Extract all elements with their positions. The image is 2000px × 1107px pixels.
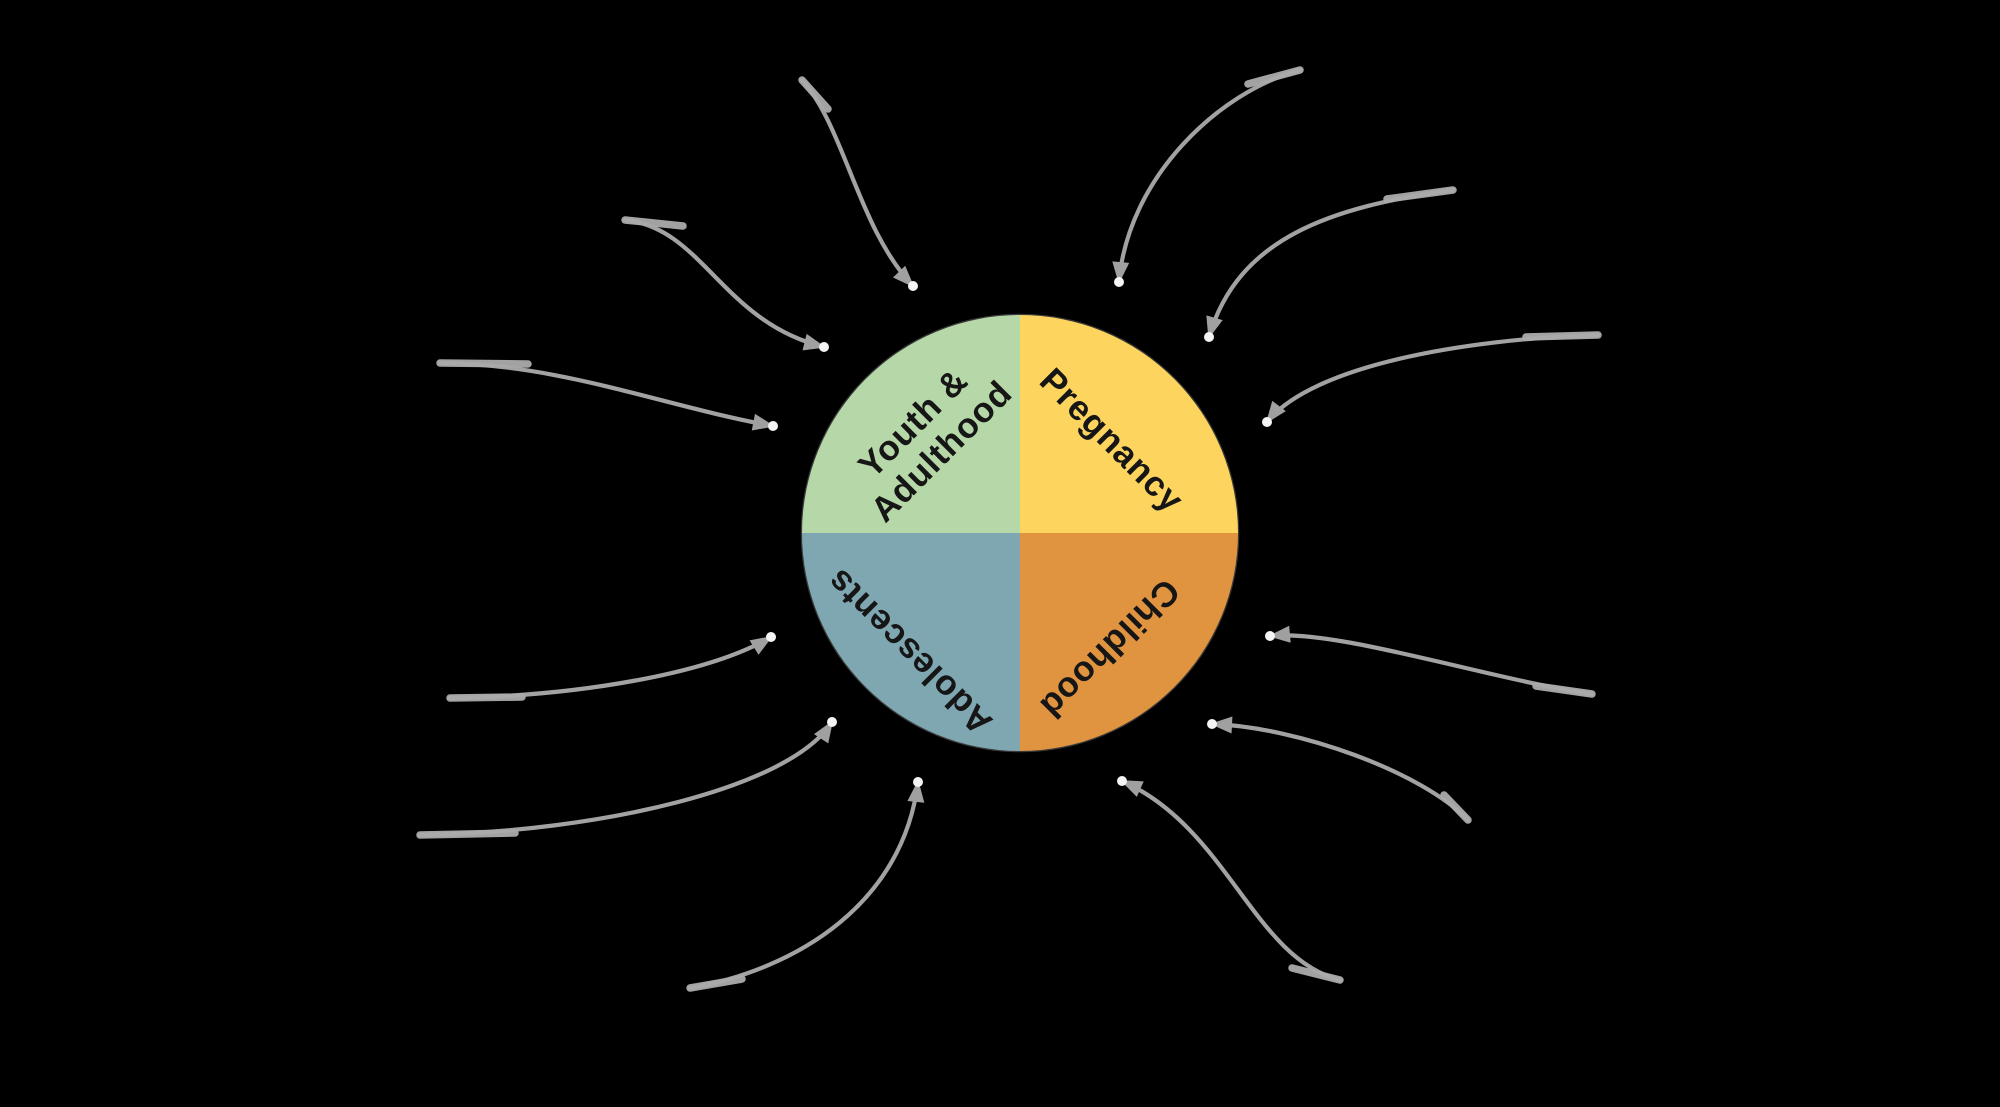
arrow-top-center-left-line bbox=[799, 77, 916, 289]
arrow-left-bottom-endpoint-dot bbox=[827, 717, 837, 727]
arrow-bottom-right-line bbox=[1119, 778, 1343, 983]
arrow-top-left-endpoint-dot bbox=[819, 342, 829, 352]
arrow-right-lower-endpoint-dot bbox=[1265, 631, 1275, 641]
arrow-right-upper-endpoint-dot bbox=[1262, 417, 1272, 427]
arrow-right-upper-tail bbox=[1522, 331, 1602, 341]
arrow-left-lower-line bbox=[447, 634, 774, 701]
arrow-bottom-right bbox=[1117, 776, 1344, 984]
arrow-top-right bbox=[1204, 186, 1457, 342]
arrow-bottom-right-tail bbox=[1288, 964, 1344, 984]
arrow-left-bottom-head-icon bbox=[813, 720, 834, 744]
arrow-top-center-right-tail bbox=[1244, 66, 1304, 88]
arrow-top-left-line bbox=[622, 217, 827, 350]
arrow-top-center-right-line bbox=[1116, 67, 1303, 285]
arrow-right-upper-head-icon bbox=[1265, 400, 1286, 424]
arrows-layer bbox=[416, 66, 1602, 992]
arrow-right-bottom-endpoint-dot bbox=[1207, 719, 1217, 729]
wheel-quadrant-pregnancy bbox=[1020, 315, 1238, 533]
arrow-top-center-left-tail bbox=[798, 76, 832, 113]
wheel-quadrant-childhood bbox=[1020, 533, 1238, 751]
arrow-left-upper bbox=[436, 359, 778, 431]
wheel-quadrant-adolescents bbox=[802, 533, 1020, 751]
arrow-right-upper bbox=[1262, 331, 1602, 427]
arrow-top-center-right-endpoint-dot bbox=[1114, 277, 1124, 287]
wheel-quadrant-youth-adulthood bbox=[802, 315, 1020, 533]
arrow-left-upper-line bbox=[437, 360, 776, 429]
arrow-right-bottom-head-icon bbox=[1210, 716, 1233, 734]
arrow-bottom-left-tail bbox=[686, 975, 746, 992]
arrow-bottom-left-endpoint-dot bbox=[913, 777, 923, 787]
arrow-top-center-right bbox=[1112, 66, 1304, 287]
arrow-top-right-tail bbox=[1383, 186, 1457, 203]
arrow-bottom-left-line bbox=[687, 779, 921, 991]
arrow-top-center-left bbox=[798, 76, 918, 291]
arrow-left-lower-endpoint-dot bbox=[766, 632, 776, 642]
arrow-right-upper-line bbox=[1264, 332, 1601, 425]
arrow-left-upper-endpoint-dot bbox=[768, 421, 778, 431]
arrow-right-bottom-line bbox=[1209, 721, 1471, 823]
arrow-left-lower bbox=[446, 632, 776, 702]
arrow-top-center-left-endpoint-dot bbox=[908, 281, 918, 291]
arrow-left-lower-head-icon bbox=[749, 635, 773, 655]
arrow-right-lower bbox=[1265, 625, 1596, 698]
arrow-top-right-endpoint-dot bbox=[1204, 332, 1214, 342]
arrow-left-bottom bbox=[416, 717, 837, 839]
arrow-bottom-right-endpoint-dot bbox=[1117, 776, 1127, 786]
arrow-bottom-right-head-icon bbox=[1120, 780, 1144, 797]
arrow-left-lower-tail bbox=[446, 693, 526, 702]
arrow-top-center-right-head-icon bbox=[1112, 261, 1130, 284]
arrow-top-right-line bbox=[1206, 187, 1456, 340]
arrow-right-bottom-tail bbox=[1440, 791, 1472, 824]
arrow-top-center-left-head-icon bbox=[892, 265, 915, 288]
arrow-right-lower-head-icon bbox=[1268, 625, 1291, 643]
arrow-left-bottom-line bbox=[417, 719, 835, 838]
arrow-right-lower-tail bbox=[1532, 682, 1596, 698]
arrow-bottom-left-head-icon bbox=[907, 780, 925, 803]
arrow-bottom-left bbox=[686, 777, 925, 992]
arrow-left-bottom-tail bbox=[416, 829, 519, 839]
arrow-right-bottom bbox=[1207, 716, 1472, 824]
arrow-left-upper-tail bbox=[436, 359, 532, 368]
arrow-top-left-tail bbox=[621, 216, 687, 230]
arrow-top-left bbox=[621, 216, 829, 352]
